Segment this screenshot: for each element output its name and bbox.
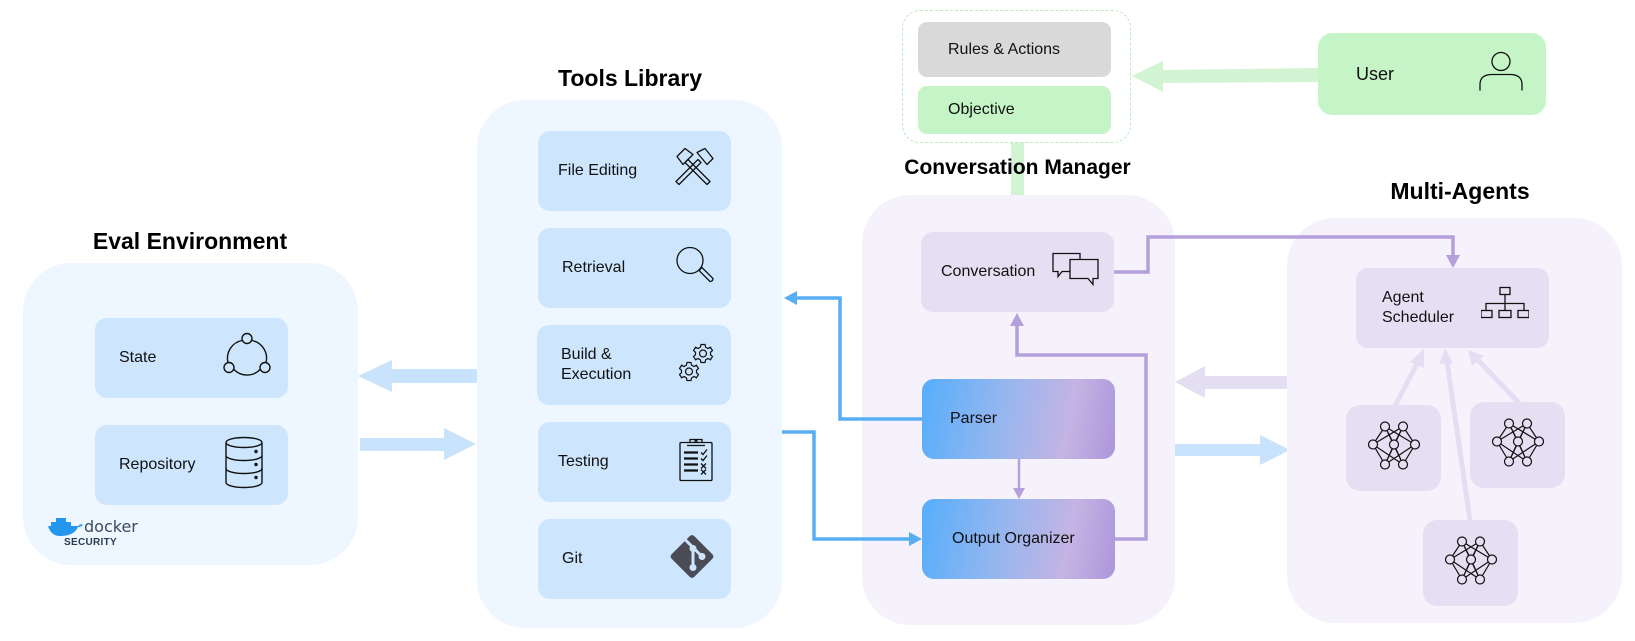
git-icon [665,530,719,589]
rules-actions-card[interactable]: Rules & Actions [918,22,1111,77]
user-icon [1478,51,1524,98]
agents-to-manager-arrow [1175,366,1290,398]
agent-scheduler-card[interactable]: Agent Scheduler [1356,268,1549,348]
hammers-icon [671,147,715,196]
retrieval-label: Retrieval [562,259,626,276]
agent-card-3[interactable] [1423,520,1518,606]
gears-icon [678,343,715,388]
rules-actions-label: Rules & Actions [948,40,1061,58]
tools-to-eval-arrow [358,360,478,392]
state-cycle-icon [222,332,272,385]
user-label: User [1356,64,1395,84]
database-icon [224,436,264,494]
state-label: State [119,349,157,366]
agent-card-2[interactable] [1470,402,1565,488]
tool-testing[interactable]: Testing [538,422,731,502]
tools-library-title: Tools Library [558,65,702,91]
manager-to-agents-arrow [1175,435,1290,465]
build-execution-label: Build & Execution [561,345,631,385]
user-card[interactable]: User [1318,33,1546,115]
security-label: SECURITY [64,537,117,548]
eval-environment-panel [23,263,358,565]
multi-agents-title: Multi-Agents [1390,178,1530,204]
repository-card[interactable]: Repository [95,425,288,505]
repository-label: Repository [119,456,196,473]
neural-network-icon [1444,536,1498,591]
conversation-manager-title: Conversation Manager [904,156,1131,179]
eval-environment-title: Eval Environment [92,228,288,254]
state-card[interactable]: State [95,318,288,398]
tool-build-execution[interactable]: Build & Execution [537,325,731,405]
conversation-card[interactable]: Conversation [921,232,1114,312]
file-editing-label: File Editing [558,162,638,179]
chat-bubbles-icon [1052,252,1100,292]
tool-file-editing[interactable]: File Editing [538,131,731,211]
docker-whale-icon [48,518,83,536]
build-label: Build & [561,346,612,363]
prompt-box [902,10,1131,143]
tool-git[interactable]: Git [538,519,731,599]
testing-label: Testing [558,453,609,470]
execution-label: Execution [561,366,632,383]
eval-to-tools-arrow [360,428,476,460]
neural-network-icon [1367,421,1421,476]
clipboard-checklist-icon [679,438,713,487]
user-to-prompt-arrow [1132,61,1320,92]
output-organizer-card[interactable]: Output Organizer [922,499,1115,579]
output-organizer-label: Output Organizer [952,530,1075,547]
docker-security-badge: docker SECURITY [48,515,138,548]
agent-card-1[interactable] [1346,405,1441,491]
parser-card[interactable]: Parser [922,379,1115,459]
neural-network-icon [1491,418,1545,473]
objective-card[interactable]: Objective [918,86,1111,134]
tool-retrieval[interactable]: Retrieval [538,228,731,308]
objective-label: Objective [948,101,1015,118]
git-label: Git [562,550,583,567]
scheduler-line1: Agent [1382,289,1424,306]
docker-logo-text: docker [84,516,138,536]
agent-scheduler-label: Agent Scheduler [1382,288,1454,328]
scheduler-line2: Scheduler [1382,309,1455,326]
hierarchy-icon [1480,286,1530,331]
conversation-label: Conversation [941,263,1036,280]
magnifier-icon [675,246,715,291]
parser-label: Parser [950,410,998,427]
